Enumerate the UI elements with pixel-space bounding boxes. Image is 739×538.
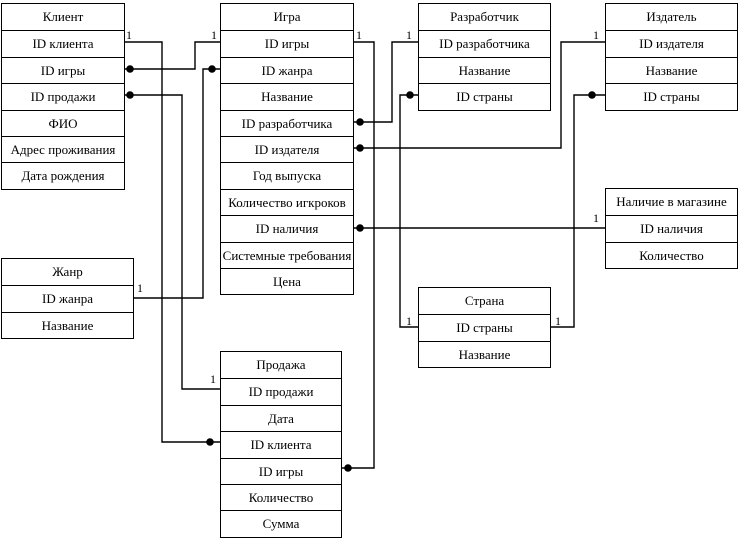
field: Дата <box>221 404 341 431</box>
many-dot <box>588 91 596 99</box>
cardinality-one-label: 1 <box>406 28 412 42</box>
many-dot <box>356 118 364 126</box>
many-dot <box>406 91 414 99</box>
field: ID страны <box>606 83 737 109</box>
field: Год выпуска <box>221 162 353 188</box>
entity-title: Страна <box>464 293 505 308</box>
cardinality-one-label: 1 <box>137 281 143 295</box>
entity-title: Клиент <box>42 9 84 24</box>
field: Название <box>2 311 133 338</box>
link-game-developer <box>353 41 418 123</box>
field: ID наличия <box>221 215 353 241</box>
entity-title: Издатель <box>646 9 697 24</box>
entity-genre: Жанр ID жанра Название <box>1 258 134 340</box>
field: ID клиента <box>2 30 124 56</box>
field: Дата рождения <box>2 162 124 188</box>
many-dot <box>208 65 216 73</box>
field: ID страны <box>419 83 550 109</box>
many-dot <box>126 91 134 99</box>
field: ID жанра <box>2 285 133 311</box>
link-game-publisher <box>353 41 605 149</box>
cardinality-one-label: 1 <box>593 211 599 225</box>
entity-title: Игра <box>273 9 301 24</box>
link-client-sale-client <box>125 41 220 443</box>
field: ID игры <box>2 56 124 83</box>
entity-title: Наличие в магазине <box>616 194 727 209</box>
field: Название <box>221 83 353 109</box>
field: Сумма <box>221 510 341 536</box>
cardinality-one-label: 1 <box>211 28 217 42</box>
field: ID жанра <box>221 56 353 83</box>
field: ID продажи <box>221 378 341 404</box>
link-game-sale <box>341 41 375 469</box>
field: Название <box>419 340 550 367</box>
cardinality-one-label: 1 <box>210 372 216 386</box>
field: ID издателя <box>606 30 737 56</box>
cardinality-one-label: 1 <box>406 314 412 328</box>
entity-title: Жанр <box>52 264 83 279</box>
many-dot <box>206 438 214 446</box>
field: ФИО <box>2 109 124 136</box>
link-genre-game <box>134 68 220 299</box>
entity-publisher: Издатель ID издателя Название ID страны <box>605 3 738 111</box>
entity-stock: Наличие в магазине ID наличия Количество <box>605 188 738 270</box>
field: Цена <box>221 267 353 294</box>
entity-country: Страна ID страны Название <box>418 287 551 369</box>
entity-title: Продажа <box>256 357 306 372</box>
cardinality-one-label: 1 <box>126 28 132 42</box>
field: ID продажи <box>2 83 124 109</box>
field: ID наличия <box>606 215 737 241</box>
field: ID страны <box>419 314 550 340</box>
many-dot <box>356 224 364 232</box>
link-client-sale <box>125 94 220 390</box>
cardinality-one-label: 1 <box>593 28 599 42</box>
entity-client: Клиент ID клиента ID игры ID продажи ФИО… <box>1 3 125 190</box>
field: Количество <box>221 483 341 510</box>
link-developer-country <box>399 94 418 328</box>
field: ID игры <box>221 457 341 484</box>
field: ID игры <box>221 30 353 56</box>
entity-sale: Продажа ID продажи Дата ID клиента ID иг… <box>220 351 342 538</box>
field: ID разработчика <box>221 109 353 136</box>
entity-title: Разработчик <box>450 9 519 24</box>
cardinality-one-label: 1 <box>555 314 561 328</box>
field: Название <box>606 56 737 83</box>
many-dot <box>344 464 352 472</box>
many-dot <box>356 144 364 152</box>
field: ID клиента <box>221 431 341 457</box>
entity-game: Игра ID игры ID жанра Название ID разраб… <box>220 3 354 296</box>
entity-developer: Разработчик ID разработчика Название ID … <box>418 3 551 111</box>
link-client-game <box>125 41 220 70</box>
many-dot <box>126 65 134 73</box>
field: Количество <box>606 241 737 268</box>
field: ID издателя <box>221 135 353 162</box>
field: Название <box>419 56 550 83</box>
field: Количество игкроков <box>221 188 353 215</box>
field: ID разработчика <box>419 30 550 56</box>
cardinality-one-label: 1 <box>356 28 362 42</box>
field: Системные требования <box>221 241 353 268</box>
field: Адрес проживания <box>2 135 124 162</box>
